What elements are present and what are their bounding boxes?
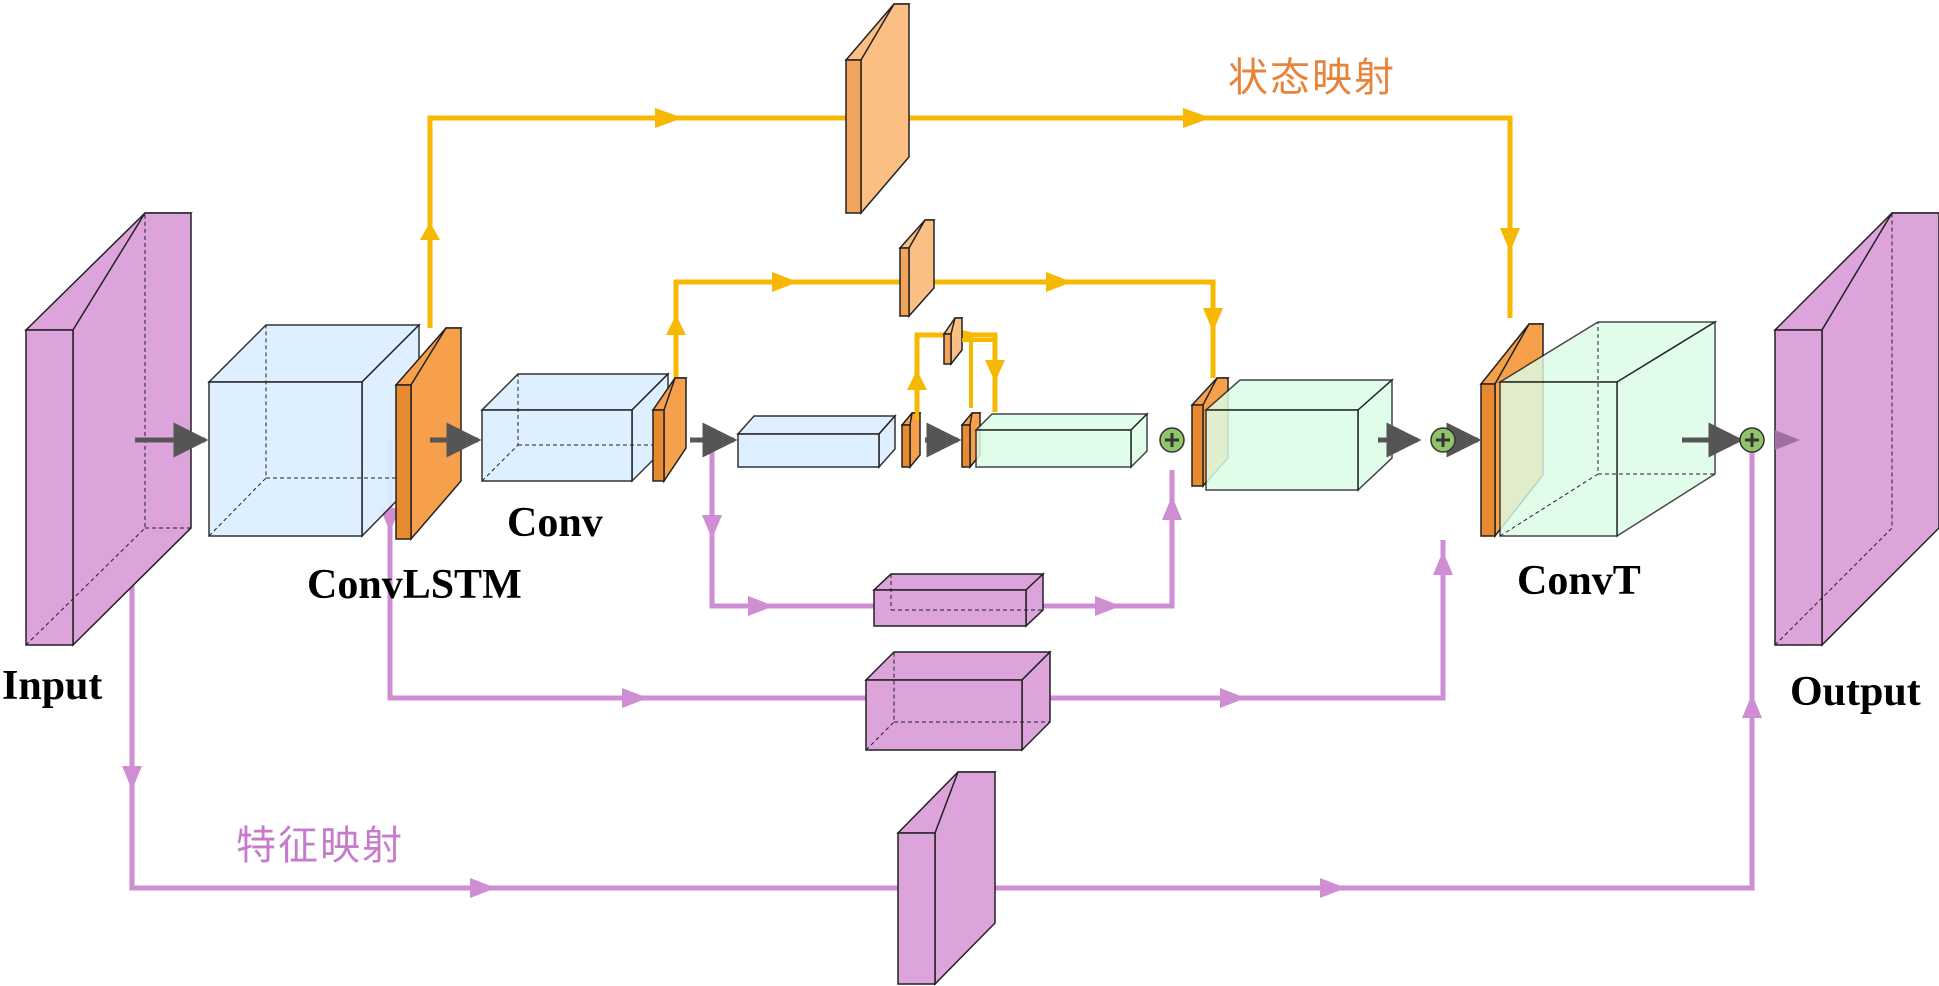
feature-map-block-small: [872, 572, 1045, 628]
convt-block: [1497, 320, 1718, 538]
input-block: [24, 212, 193, 647]
convlstm-block: [207, 323, 421, 538]
conv-label: Conv: [507, 500, 603, 546]
convt-label: ConvT: [1517, 558, 1641, 604]
conv2-state-slab: [900, 412, 922, 470]
state-map-slab-large: [844, 3, 911, 216]
decoder2-block: [1204, 378, 1394, 492]
state-mapping-annotation: 状态映射: [1228, 55, 1396, 101]
state-map-slab-medium: [898, 219, 936, 318]
feature-mapping-annotation: 特征映射: [236, 823, 404, 869]
feature-map-block-large: [896, 771, 997, 986]
add-node-1: [1159, 427, 1185, 453]
output-inflow-arrow: [1775, 430, 1800, 450]
add-node-2: [1430, 427, 1456, 453]
conv2-block: [736, 414, 897, 469]
state-path-arrowheads: [420, 108, 1520, 390]
state-map-slab-small: [942, 317, 964, 367]
feature-path-arrowheads: [122, 496, 1762, 898]
decoder1-block: [974, 412, 1149, 469]
feature-map-block-medium: [864, 650, 1052, 752]
output-label: Output: [1790, 669, 1921, 715]
conv-state-slab: [651, 377, 688, 484]
convlstm-state-slab: [394, 327, 463, 542]
convlstm-label: ConvLSTM: [307, 562, 522, 608]
output-block: [1773, 212, 1939, 647]
add-node-3: [1739, 427, 1765, 453]
input-label: Input: [2, 663, 103, 709]
conv-block: [480, 372, 670, 483]
bottleneck-slab: [960, 412, 982, 470]
bottleneck-state-arrows: [915, 333, 997, 420]
